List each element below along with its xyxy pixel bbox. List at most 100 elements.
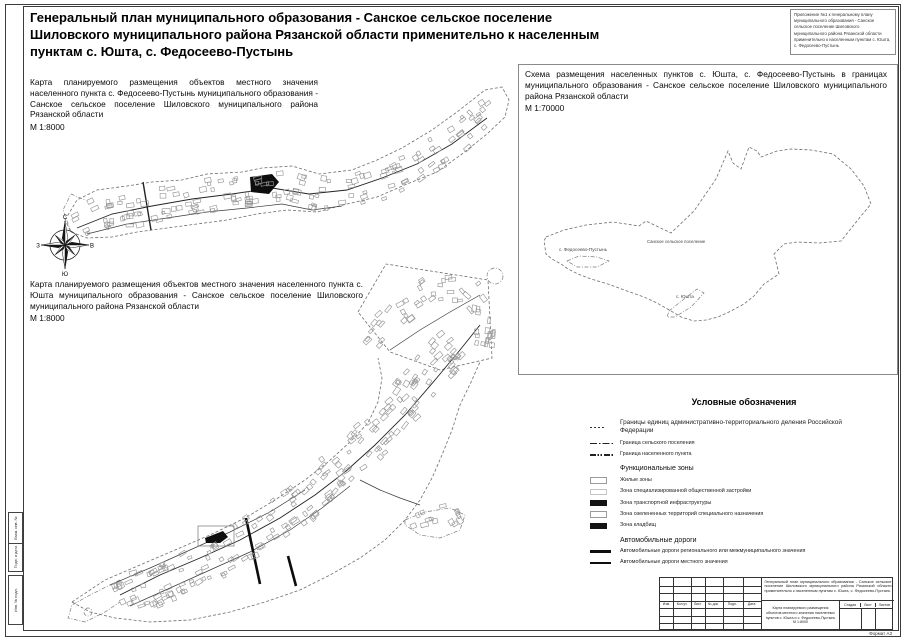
scheme-caption-text: Схема размещения населенных пунктов с. Ю…: [525, 69, 887, 101]
fedoseevo-cemetery-zone: [250, 174, 279, 194]
public-zone-label: Зона специализированной общественной зас…: [620, 488, 752, 495]
admin-border-symbol: [590, 426, 620, 428]
legend-item-zone-residential: Жилые зоны: [590, 477, 898, 484]
document-title: Генеральный план муниципального образова…: [30, 10, 600, 59]
vzam-inv-label: Взам. инв. №: [13, 516, 18, 540]
annotation-text: Приложение №1 к генеральному плану муниц…: [794, 12, 891, 49]
legend-item-zone-green: Зона озелененных территорий специального…: [590, 511, 898, 518]
podp-data-label: Подп. и дата: [13, 545, 18, 569]
legend-item-zone-cemetery: Зона кладбищ: [590, 522, 898, 530]
green-zone-swatch: [590, 511, 620, 518]
stage-label: Стадия: [840, 602, 862, 607]
fedoseevo-buildings: [70, 98, 492, 237]
compass-south-label: Ю: [62, 272, 68, 277]
fedoseevo-main-road: [76, 117, 488, 229]
col-ndok: № док.: [708, 602, 719, 607]
regional-road-label: Автомобильные дороги регионального или м…: [620, 547, 806, 554]
yushta-scale: М 1:8000: [30, 313, 65, 324]
fedoseevo-scale: М 1:8000: [30, 122, 65, 133]
legend-title: Условные обозначения: [691, 397, 797, 407]
title-block-revision-grid: Изм. Кол.уч Лист № док. Подп. Дата: [660, 578, 762, 629]
legend-item-locality-border: Граница населенного пункта: [590, 451, 898, 458]
title-block-project-name: Генеральный план муниципального образова…: [762, 578, 894, 601]
side-stamp-upper: Взам. инв. № Подп. и дата: [8, 512, 23, 572]
yushta-outline: [666, 288, 705, 318]
annotation-box: Приложение №1 к генеральному плану муниц…: [790, 9, 896, 55]
yushta-map-caption: Карта планируемого размещения объектов м…: [30, 279, 363, 324]
locality-border-symbol: [590, 454, 620, 456]
public-zone-swatch: [590, 488, 620, 496]
yushta-main-road: [119, 324, 481, 596]
yushta-regional-road-2: [286, 555, 298, 587]
yushta-buildings-lobe: [362, 274, 496, 349]
title-block-column-labels: Изм. Кол.уч Лист № док. Подп. Дата: [660, 601, 761, 608]
compass-east-label: В: [90, 244, 94, 250]
settlement-border-symbol: [590, 442, 620, 445]
transport-zone-label: Зона транспортной инфраструктуры: [620, 499, 712, 506]
legend-item-road-regional: Автомобильные дороги регионального или м…: [590, 548, 898, 555]
compass-star: [40, 220, 90, 270]
regional-road-symbol: [590, 549, 620, 554]
legend: Условные обозначения Границы единиц адми…: [590, 397, 898, 566]
compass-west-label: З: [36, 244, 40, 250]
residential-zone-label: Жилые зоны: [620, 476, 652, 483]
legend-zones-header: Функциональные зоны: [620, 465, 694, 473]
locality-border-label: Граница населенного пункта: [620, 451, 692, 458]
col-izm: Изм.: [662, 602, 671, 607]
scheme-fedoseevo-label: с. Федосеево-Пустынь: [559, 247, 608, 252]
scheme-scale: М 1:70000: [525, 103, 565, 114]
local-road-label: Автомобильные дороги местного значения: [620, 559, 728, 566]
yushta-buildings: [111, 329, 466, 609]
legend-item-road-local: Автомобильные дороги местного значения: [590, 559, 898, 566]
inner-frame: [23, 6, 899, 631]
side-stamp-lower: Инв. № подл.: [8, 575, 23, 625]
admin-border-label: Границы единиц административно-территори…: [620, 419, 842, 435]
scheme-caption: Схема размещения населенных пунктов с. Ю…: [525, 69, 887, 114]
col-koluch: Кол.уч: [676, 602, 687, 607]
title-block-sheet-title: Карта планируемого размещения объектов м…: [762, 601, 840, 630]
yushta-cemetery-zone: [205, 531, 228, 543]
legend-roads-header: Автомобильные дороги: [620, 536, 697, 544]
cemetery-zone-swatch: [590, 522, 620, 530]
col-data: Дата: [747, 602, 756, 607]
cemetery-zone-label: Зона кладбищ: [620, 522, 656, 529]
residential-zone-swatch: [590, 477, 620, 484]
title-block-stage-area: Стадия Лист Листов: [840, 601, 893, 630]
fedoseevo-caption-text: Карта планируемого размещения объектов м…: [30, 77, 318, 120]
sheet-label: Лист: [861, 602, 876, 607]
yushta-east-cluster-outline: [404, 507, 466, 539]
inv-podl-label: Инв. № подл.: [13, 588, 18, 612]
yushta-boundary-south: [71, 361, 481, 623]
compass-rose: С Ю З В: [36, 215, 94, 277]
fedoseevo-boundary: [64, 86, 510, 239]
format-label: Формат А3: [869, 631, 892, 636]
col-podp: Подп.: [727, 602, 737, 607]
compass-north-label: С: [63, 215, 68, 221]
scheme-panel: Схема размещения населенных пунктов с. Ю…: [518, 64, 898, 375]
scheme-settlement-label: Санское сельское поселение: [647, 239, 706, 244]
yushta-map: [67, 263, 504, 623]
sheets-label: Листов: [878, 602, 891, 607]
transport-zone-swatch: [590, 499, 620, 507]
yushta-boundary-lobe: [357, 263, 493, 371]
yushta-buildings-cluster: [409, 503, 465, 530]
scheme-yushta-label: с. Юшта: [676, 294, 694, 299]
legend-item-admin-borders: Границы единиц административно-территори…: [590, 419, 898, 436]
settlement-border-label: Граница сельского поселения: [620, 440, 695, 447]
outer-border: [5, 4, 901, 637]
yushta-caption-text: Карта планируемого размещения объектов м…: [30, 279, 363, 311]
scheme-map: с. Федосеево-Пустынь Санское сельское по…: [543, 146, 872, 322]
municipality-boundary: [543, 146, 872, 322]
fedoseevo-map-caption: Карта планируемого размещения объектов м…: [30, 77, 318, 133]
legend-item-settlement-border: Граница сельского поселения: [590, 440, 898, 447]
title-block: Изм. Кол.уч Лист № док. Подп. Дата Генер…: [659, 577, 894, 630]
green-zone-label: Зона озелененных территорий специального…: [620, 511, 764, 518]
yushta-regional-road-1: [244, 517, 262, 585]
col-list: Лист: [693, 602, 702, 607]
yushta-boundary-north: [71, 357, 383, 603]
fedoseevo-outline: [566, 255, 610, 268]
legend-item-zone-public: Зона специализированной общественной зас…: [590, 488, 898, 496]
legend-item-zone-transport: Зона транспортной инфраструктуры: [590, 500, 898, 507]
local-road-symbol: [590, 561, 620, 564]
